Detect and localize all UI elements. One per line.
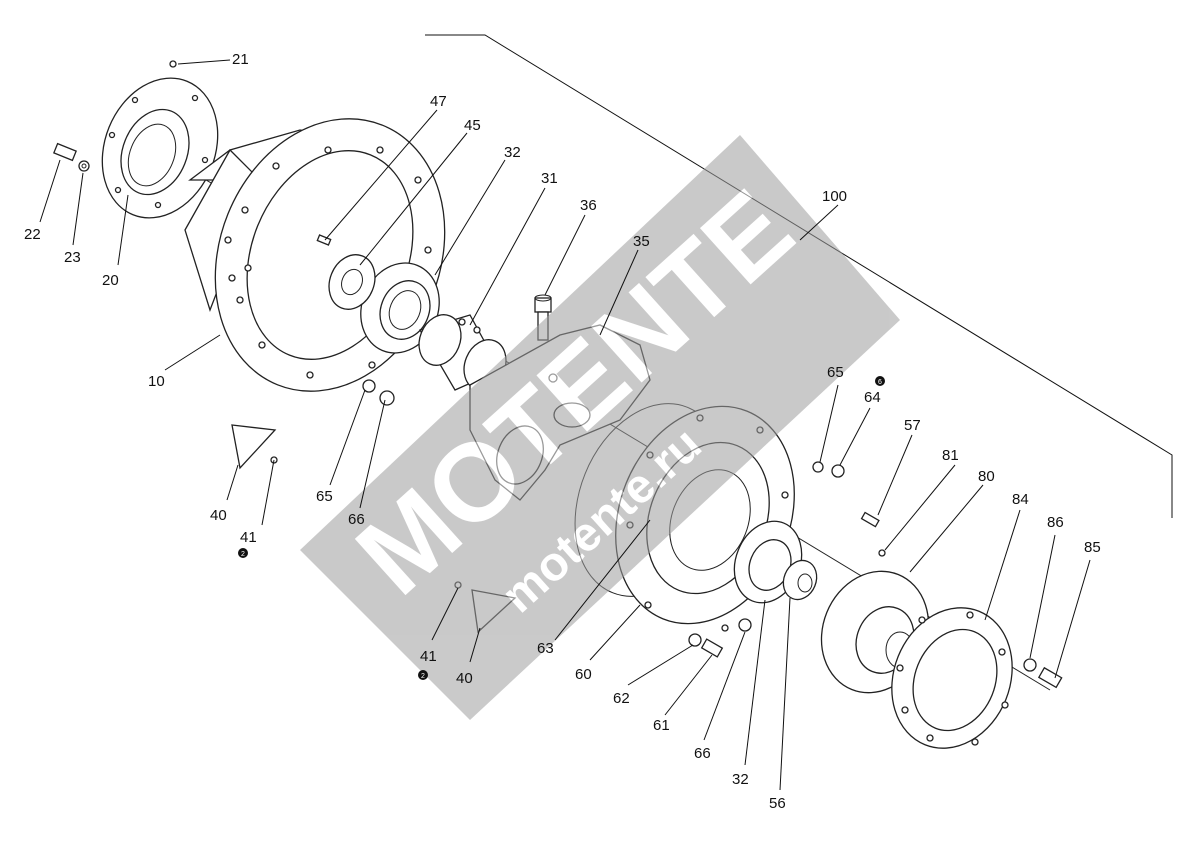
callout-22: 22 — [24, 226, 41, 243]
sleeve-45 — [328, 254, 376, 310]
callout-100: 100 — [822, 188, 847, 205]
plug-66-left — [379, 390, 395, 406]
callouts: 21 22 23 20 10 47 45 32 31 36 35 100 40 … — [24, 51, 1101, 812]
note-markers: 2 2 6 — [238, 376, 885, 680]
note-marker-label: 2 — [241, 551, 245, 558]
washer-86 — [1023, 658, 1037, 672]
callout-56: 56 — [769, 795, 786, 812]
cover-84 — [891, 607, 1013, 749]
washer-65-left — [362, 379, 376, 393]
callout-81: 81 — [942, 447, 959, 464]
callout-84: 84 — [1012, 491, 1029, 508]
plug-61 — [700, 638, 724, 658]
callout-23: 23 — [64, 249, 81, 266]
callout-32-right: 32 — [732, 771, 749, 788]
screw-57 — [860, 511, 880, 528]
note-marker — [238, 548, 248, 558]
watermark-panel — [300, 135, 900, 720]
ring-65-right — [812, 461, 824, 473]
callout-21: 21 — [232, 51, 249, 68]
note-marker-label: 6 — [878, 379, 882, 386]
callout-20: 20 — [102, 272, 119, 289]
bracket-40-upper — [231, 424, 278, 470]
callout-60: 60 — [575, 666, 592, 683]
shaft-31 — [418, 314, 507, 391]
callout-35: 35 — [633, 233, 650, 250]
callout-62: 62 — [613, 690, 630, 707]
ring-66-right — [738, 618, 752, 632]
housing-10 — [184, 118, 446, 392]
callout-10: 10 — [148, 373, 165, 390]
callout-65-left: 65 — [316, 488, 333, 505]
callout-40-lower: 40 — [456, 670, 473, 687]
callout-63: 63 — [537, 640, 554, 657]
callout-36: 36 — [580, 197, 597, 214]
note-marker — [875, 376, 885, 386]
note-marker — [418, 670, 428, 680]
seal-62 — [688, 633, 702, 647]
bolt-85 — [1037, 666, 1063, 689]
end-cover-20 — [101, 77, 219, 219]
pin-47 — [316, 234, 332, 246]
hub-56 — [782, 559, 818, 601]
callout-61: 61 — [653, 717, 670, 734]
callout-85: 85 — [1084, 539, 1101, 556]
bolt-22 — [53, 142, 77, 162]
note-marker-label: 2 — [421, 673, 425, 680]
callout-64: 64 — [864, 389, 881, 406]
callout-41-upper: 41 — [240, 529, 257, 546]
plug-21 — [169, 60, 177, 68]
callout-65-right: 65 — [827, 364, 844, 381]
leader-lines — [39, 59, 1091, 791]
callout-31: 31 — [541, 170, 558, 187]
callout-66-left: 66 — [348, 511, 365, 528]
callout-41-lower: 41 — [420, 648, 437, 665]
callout-45: 45 — [464, 117, 481, 134]
plug-64 — [831, 464, 845, 478]
callout-66-right: 66 — [694, 745, 711, 762]
washer-23 — [78, 160, 90, 172]
pin-81 — [878, 549, 886, 557]
callout-32-left: 32 — [504, 144, 521, 161]
callout-47: 47 — [430, 93, 447, 110]
callout-86: 86 — [1047, 514, 1064, 531]
callout-40-upper: 40 — [210, 507, 227, 524]
callout-80: 80 — [978, 468, 995, 485]
callout-57: 57 — [904, 417, 921, 434]
